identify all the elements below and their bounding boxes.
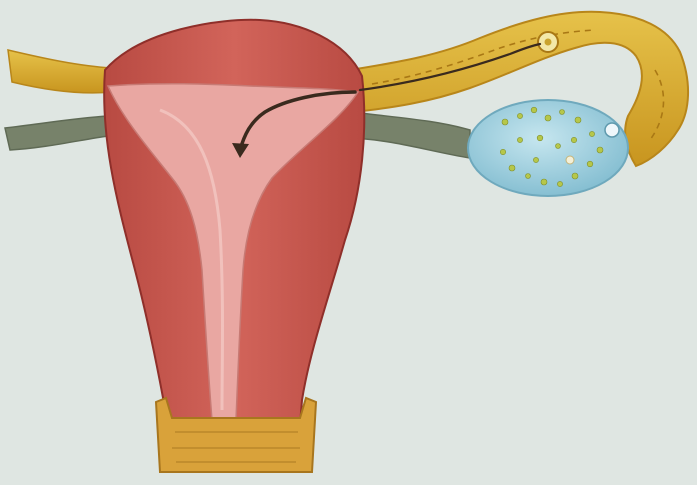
- egg-nucleus: [545, 39, 552, 46]
- left-fallopian-tube: [8, 50, 112, 93]
- right-ovarian-ligament: [352, 112, 470, 158]
- ovary-mature-follicle: [566, 156, 574, 164]
- ovary-rupture-site: [605, 123, 619, 137]
- left-ovarian-ligament: [5, 116, 108, 150]
- ovary: [468, 100, 628, 196]
